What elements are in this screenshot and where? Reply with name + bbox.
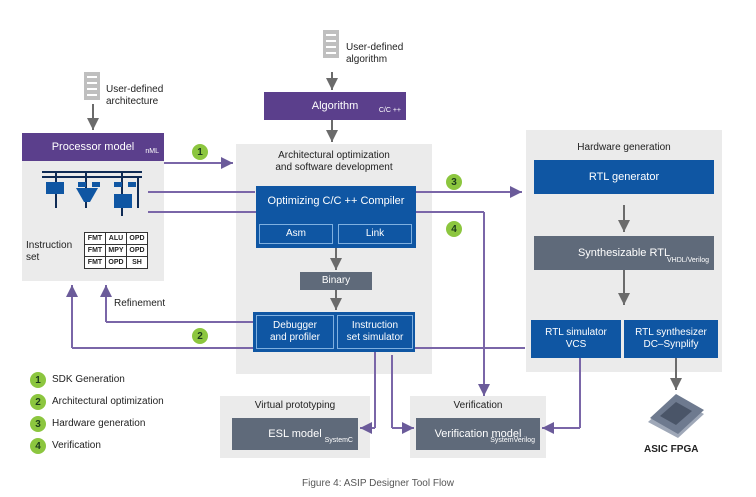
legend-label: Architectural optimization <box>52 396 164 407</box>
legend: 1 SDK Generation 2 Architectural optimiz… <box>30 372 164 454</box>
refinement-label: Refinement <box>114 298 166 309</box>
legend-badge: 1 <box>30 372 46 388</box>
rtl-simulator-box: RTL simulator VCS <box>531 320 621 358</box>
verification-model-box: Verification model SystemVerilog <box>416 418 540 450</box>
link-box: Link <box>338 224 412 244</box>
algorithm-input-label: User-defined algorithm <box>346 42 404 65</box>
compiler-label: Optimizing C/C ++ Compiler <box>267 194 405 207</box>
isa-cell: OPD <box>126 232 148 245</box>
asm-box: Asm <box>259 224 333 244</box>
isa-cell: FMT <box>84 232 106 245</box>
legend-badge: 2 <box>30 394 46 410</box>
center-title: Architectural optimization and software … <box>275 150 393 173</box>
legend-item: 4 Verification <box>30 438 164 454</box>
isa-row: FMT MPY OPD <box>84 244 148 257</box>
hardware-title: Hardware generation <box>577 142 671 153</box>
legend-label: Hardware generation <box>52 418 146 429</box>
legend-item: 3 Hardware generation <box>30 416 164 432</box>
synthesizable-rtl-title: Synthesizable RTL <box>577 246 671 259</box>
verification-model-title: Verification model <box>434 427 522 440</box>
synthesizable-rtl-box: Synthesizable RTL VHDL/Verilog <box>534 236 714 270</box>
legend-badge: 3 <box>30 416 46 432</box>
isa-row: FMT ALU OPD <box>84 232 148 245</box>
isa-cell: ALU <box>105 232 127 245</box>
processor-model-sub: nML <box>145 148 159 155</box>
processor-model-title: Processor model <box>51 140 135 153</box>
legend-label: Verification <box>52 440 101 451</box>
isa-cell: OPD <box>126 244 148 257</box>
architecture-input-label: User-defined architecture <box>106 84 164 107</box>
vp-title: Virtual prototyping <box>254 400 336 411</box>
badge-4: 4 <box>446 221 462 237</box>
figure-caption: Figure 4: ASIP Designer Tool Flow <box>302 478 454 489</box>
rtl-generator-box: RTL generator <box>534 160 714 194</box>
isa-cell: OPD <box>105 256 127 269</box>
algorithm-document-icon <box>323 30 339 60</box>
verification-title: Verification <box>453 400 503 411</box>
algorithm-box: Algorithm C/C ++ <box>264 92 406 120</box>
isa-row: FMT OPD SH <box>84 256 148 269</box>
architecture-document-icon <box>84 72 100 102</box>
rtl-synthesizer-box: RTL synthesizer DC–Synplify <box>624 320 718 358</box>
debugger-box: Debugger and profiler <box>256 315 334 349</box>
esl-model-sub: SystemC <box>324 437 353 444</box>
instruction-set-table: FMT ALU OPD FMT MPY OPD FMT OPD SH <box>84 232 148 269</box>
isa-cell: FMT <box>84 244 106 257</box>
esl-model-title: ESL model <box>268 427 322 440</box>
legend-badge: 4 <box>30 438 46 454</box>
legend-label: SDK Generation <box>52 374 125 385</box>
binary-box: Binary <box>300 272 372 290</box>
chip-icon <box>648 394 704 438</box>
chip-label: ASIC FPGA <box>644 444 699 455</box>
badge-2: 2 <box>192 328 208 344</box>
legend-item: 2 Architectural optimization <box>30 394 164 410</box>
algorithm-title: Algorithm <box>311 99 359 112</box>
processor-datapath-icon <box>42 171 142 216</box>
badge-3: 3 <box>446 174 462 190</box>
compiler-group <box>256 186 416 248</box>
esl-model-box: ESL model SystemC <box>232 418 358 450</box>
processor-model-box: Processor model nML <box>22 133 164 161</box>
synthesizable-rtl-sub: VHDL/Verilog <box>666 257 709 264</box>
isa-cell: SH <box>126 256 148 269</box>
algorithm-sub: C/C ++ <box>378 107 401 114</box>
isa-cell: FMT <box>84 256 106 269</box>
legend-item: 1 SDK Generation <box>30 372 164 388</box>
badge-1: 1 <box>192 144 208 160</box>
verification-model-sub: SystemVerilog <box>490 437 535 444</box>
isa-cell: MPY <box>105 244 127 257</box>
simulator-group <box>253 312 415 352</box>
instruction-set-label: Instruction set <box>26 240 73 263</box>
instruction-set-simulator-box: Instruction set simulator <box>337 315 413 349</box>
